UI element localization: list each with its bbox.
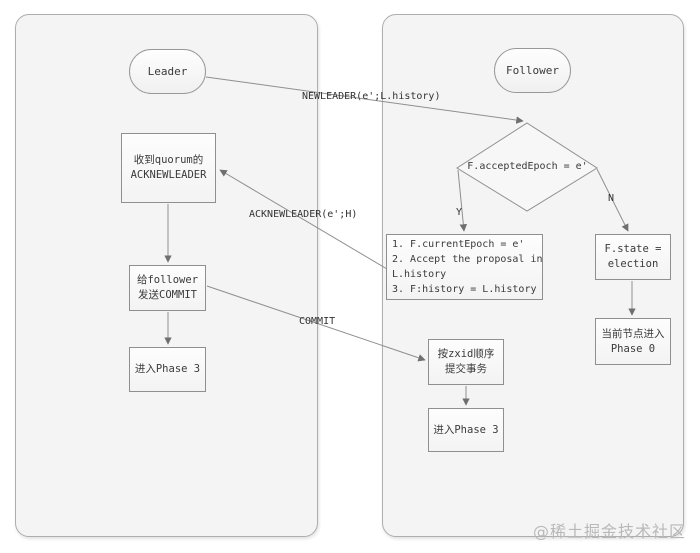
send-commit-line1: 给follower xyxy=(136,274,199,286)
edge-newleader xyxy=(205,76,524,124)
follower-enter-phase3-node: 进入Phase 3 xyxy=(428,408,504,452)
accepted-epoch-decision-label: F.acceptedEpoch = e' xyxy=(467,161,588,172)
accept-steps-line3: L.history xyxy=(392,269,447,280)
follower-enter-phase3-label: 进入Phase 3 xyxy=(433,423,499,436)
accept-steps-line1: 1. F.currentEpoch = e' xyxy=(392,239,525,250)
leader-enter-phase3-label: 进入Phase 3 xyxy=(134,363,201,375)
accept-steps-line2: 2. Accept the proposal in xyxy=(392,254,543,265)
decision-no-label: N xyxy=(608,193,615,204)
accept-proposal-steps-node: 1. F.currentEpoch = e' 2. Accept the pro… xyxy=(386,234,543,300)
follower-start-node: Follower xyxy=(494,48,571,93)
commit-by-zxid-line2: 提交事务 xyxy=(445,363,487,375)
leader-start-label: Leader xyxy=(147,65,188,78)
state-election-node: F.state = election xyxy=(595,234,671,280)
decision-yes-label: Y xyxy=(456,207,463,218)
edge-acknewleader xyxy=(219,169,388,270)
leader-start-node: Leader xyxy=(129,49,206,94)
accept-steps-line4: 3. F:history = L.history xyxy=(392,284,537,295)
enter-phase0-line2: Phase 0 xyxy=(610,342,656,355)
enter-phase0-node: 当前节点进入 Phase 0 xyxy=(595,318,671,365)
enter-phase0-line1: 当前节点进入 xyxy=(601,327,665,340)
edge-commit xyxy=(206,285,426,362)
accepted-epoch-decision-diamond xyxy=(456,122,598,212)
send-commit-node: 给follower 发送COMMIT xyxy=(129,265,206,311)
leader-enter-phase3-node: 进入Phase 3 xyxy=(129,347,206,392)
newleader-edge-label: NEWLEADER(e';L.history) xyxy=(302,91,441,102)
edge-decision-yes xyxy=(457,169,468,232)
state-election-line2: election xyxy=(607,258,659,270)
edge-decision-no xyxy=(596,168,629,232)
send-commit-line2: 发送COMMIT xyxy=(138,289,197,301)
recv-quorum-ack-line1: 收到quorum的 xyxy=(133,154,204,166)
juejin-watermark: @稀土掘金技术社区 xyxy=(532,522,686,541)
follower-start-label: Follower xyxy=(506,64,559,77)
acknewleader-edge-label: ACKNEWLEADER(e';H) xyxy=(249,209,358,220)
state-election-line1: F.state = xyxy=(604,243,662,255)
commit-by-zxid-line1: 按zxid顺序 xyxy=(437,348,495,360)
recv-quorum-ack-line2: ACKNEWLEADER xyxy=(130,169,207,181)
commit-edge-label: COMMIT xyxy=(299,316,336,327)
commit-by-zxid-node: 按zxid顺序 提交事务 xyxy=(428,339,504,385)
recv-quorum-ack-node: 收到quorum的 ACKNEWLEADER xyxy=(121,133,216,203)
